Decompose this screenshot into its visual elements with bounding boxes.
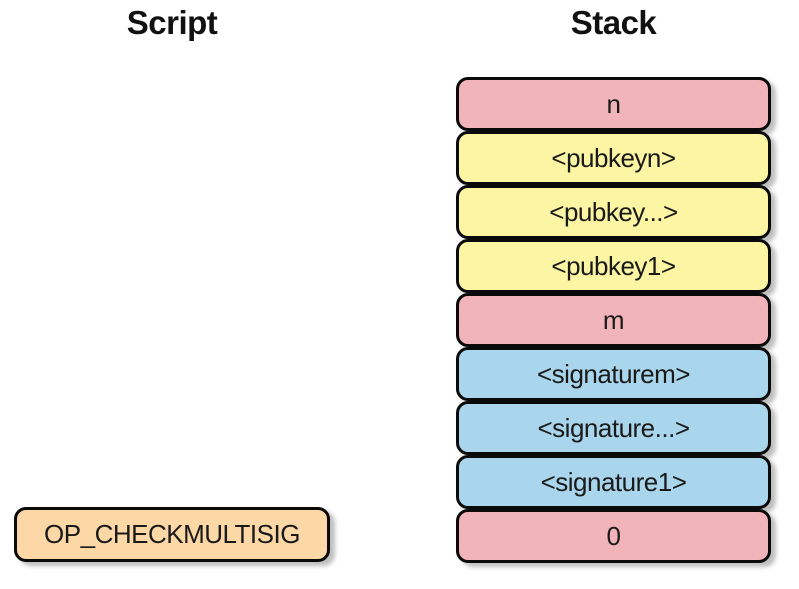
- stack-item-signature1: <signature1>: [456, 455, 771, 509]
- stack-item-pubkeyn: <pubkeyn>: [456, 131, 771, 185]
- stack-item-pubkey1: <pubkey1>: [456, 239, 771, 293]
- script-op-checkmultisig: OP_CHECKMULTISIG: [14, 507, 330, 562]
- stack-item-zero: 0: [456, 509, 771, 563]
- stack-item-n: n: [456, 77, 771, 131]
- stack-item-m: m: [456, 293, 771, 347]
- stack-item-signaturem: <signaturem>: [456, 347, 771, 401]
- stack-item-pubkey-etc: <pubkey...>: [456, 185, 771, 239]
- stack-column: n <pubkeyn> <pubkey...> <pubkey1> m <sig…: [456, 77, 771, 563]
- stack-item-signature-etc: <signature...>: [456, 401, 771, 455]
- script-column-title: Script: [126, 4, 218, 41]
- stack-column-title: Stack: [570, 4, 657, 41]
